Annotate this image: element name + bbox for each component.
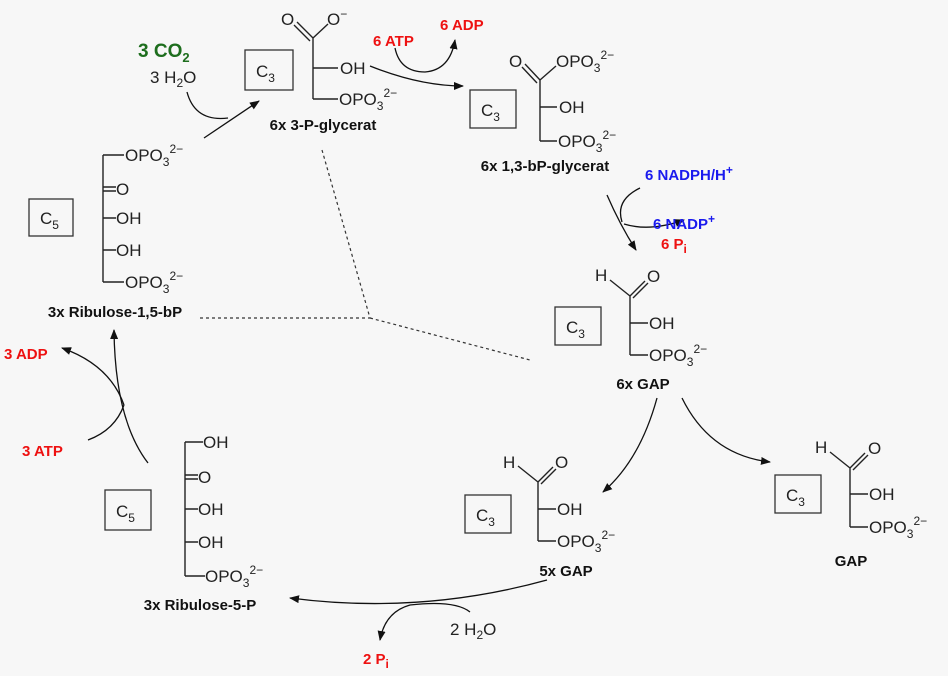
- atp6-label: 6 ATP: [373, 33, 414, 50]
- svg-text:C5: C5: [40, 209, 59, 232]
- gap-export-arrow: [681, 397, 771, 465]
- svg-text:H: H: [815, 438, 827, 457]
- gap-5x-structure: H O OH OPO32− C3 5x GAP: [464, 453, 615, 580]
- svg-text:OPO32−: OPO32−: [558, 128, 616, 155]
- svg-text:O: O: [198, 468, 211, 487]
- svg-text:C3: C3: [476, 506, 495, 529]
- svg-text:H: H: [595, 266, 607, 285]
- compound-label: 5x GAP: [539, 563, 592, 580]
- svg-text:O: O: [647, 267, 660, 286]
- adp6-label: 6 ADP: [440, 17, 484, 34]
- svg-text:O: O: [868, 439, 881, 458]
- compound-label: 6x GAP: [616, 376, 669, 393]
- atp3-label: 3 ATP: [22, 443, 63, 460]
- compound-label: 6x 1,3-bP-glycerat: [481, 158, 609, 175]
- compound-label: 6x 3-P-glycerat: [270, 117, 377, 134]
- svg-text:OH: OH: [649, 314, 675, 333]
- ribulose-phosphorylation-arrow: [110, 329, 149, 464]
- 3-p-glycerat-structure: O O− OH OPO32− C3 6x 3-P-glycerat: [244, 7, 397, 134]
- nadp-label: 6 NADP+: [653, 212, 715, 233]
- pi2-label: 2 Pi: [363, 651, 389, 671]
- c3-box: [244, 49, 294, 91]
- c5-box: [104, 489, 152, 531]
- reduction-arrow: [606, 194, 637, 251]
- svg-text:C3: C3: [786, 486, 805, 509]
- phosphorylation-arrow: [369, 65, 464, 90]
- svg-text:H: H: [503, 453, 515, 472]
- c3-box: [554, 306, 602, 346]
- regeneration-arrow: [289, 579, 548, 605]
- svg-text:OH: OH: [869, 485, 895, 504]
- co2-label: 3 CO2: [138, 41, 190, 65]
- 1-3-bp-glycerat-structure: O OPO32− OH OPO32− C3 6x 1,3-bP-glycerat: [469, 48, 616, 175]
- reagents: 3 CO2 3 H2O 6 ATP 6 ADP 6 NADPH/H+ 6 NAD…: [4, 17, 733, 671]
- svg-text:O: O: [555, 453, 568, 472]
- pi6-label: 6 Pi: [661, 236, 687, 256]
- svg-text:C3: C3: [481, 101, 500, 124]
- svg-text:OPO32−: OPO32−: [125, 142, 183, 169]
- svg-text:OPO32−: OPO32−: [205, 563, 263, 590]
- gap-product-structure: H O OH OPO32− C3 GAP: [774, 438, 927, 570]
- svg-text:OPO32−: OPO32−: [125, 269, 183, 296]
- c3-box: [464, 494, 512, 534]
- ribulose-5-p-structure: OH O OH OH OPO32− C5 3x Ribulose-5-P: [104, 433, 263, 614]
- svg-text:O: O: [281, 10, 294, 29]
- compound-label: GAP: [835, 553, 868, 570]
- svg-text:OPO32−: OPO32−: [557, 528, 615, 555]
- svg-text:OPO32−: OPO32−: [556, 48, 614, 75]
- ribulose-1-5-bp-structure: OPO32− O OH OH OPO32− C5 3x Ribulose-1,5…: [28, 142, 183, 321]
- svg-text:OH: OH: [559, 98, 585, 117]
- h2o-in-label: 3 H2O: [150, 68, 196, 90]
- svg-text:OH: OH: [116, 209, 142, 228]
- svg-text:O: O: [116, 180, 129, 199]
- nadph-label: 6 NADPH/H+: [645, 163, 733, 184]
- svg-text:C5: C5: [116, 502, 135, 525]
- svg-text:OH: OH: [340, 59, 366, 78]
- carboxylation-arrow: [203, 100, 260, 139]
- svg-text:O: O: [509, 52, 522, 71]
- svg-text:OH: OH: [557, 500, 583, 519]
- svg-text:OPO32−: OPO32−: [869, 514, 927, 541]
- svg-text:C3: C3: [256, 62, 275, 85]
- dashed-divider: [200, 149, 531, 361]
- svg-text:OPO32−: OPO32−: [649, 342, 707, 369]
- compound-label: 3x Ribulose-5-P: [144, 597, 257, 614]
- gap-6x-structure: H O OH OPO32− C3 6x GAP: [554, 266, 707, 393]
- reaction-arrows: [61, 39, 771, 641]
- svg-text:OH: OH: [203, 433, 229, 452]
- c3-box: [774, 474, 822, 514]
- c3-box: [469, 89, 517, 129]
- gap-split-arrow: [602, 397, 658, 493]
- svg-text:C3: C3: [566, 318, 585, 341]
- compound-label: 3x Ribulose-1,5-bP: [48, 304, 182, 321]
- svg-text:O−: O−: [327, 7, 347, 29]
- h2o-out-label: 2 H2O: [450, 620, 496, 642]
- adp3-label: 3 ADP: [4, 346, 48, 363]
- svg-text:OH: OH: [198, 533, 224, 552]
- svg-text:OH: OH: [198, 500, 224, 519]
- svg-text:OPO32−: OPO32−: [339, 86, 397, 113]
- svg-text:OH: OH: [116, 241, 142, 260]
- c5-box: [28, 198, 74, 237]
